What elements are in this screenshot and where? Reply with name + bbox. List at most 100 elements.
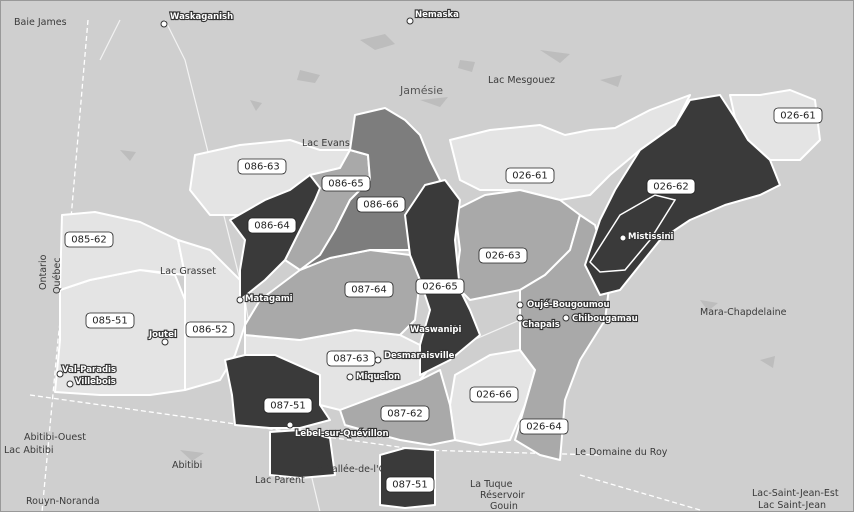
svg-text:086-63: 086-63	[244, 162, 279, 173]
label-abitibi-ouest: Abitibi-Ouest	[24, 432, 86, 443]
svg-text:026-64: 026-64	[526, 422, 561, 433]
zone-label-086-66[interactable]: 086-66	[356, 196, 406, 213]
zone-label-087-63[interactable]: 087-63	[326, 350, 376, 367]
label-mara-chapdelaine: Mara-Chapdelaine	[700, 307, 787, 318]
zone-label-086-63[interactable]: 086-63	[237, 158, 287, 175]
svg-text:026-63: 026-63	[485, 251, 520, 262]
label-lac-saint-jean-est: Lac-Saint-Jean-Est	[752, 488, 839, 499]
town-dot-oujebougoumou[interactable]	[516, 301, 524, 309]
label-lac-grasset: Lac Grasset	[160, 266, 216, 277]
zone-label-087-51-a[interactable]: 087-51	[263, 397, 313, 414]
label-gouin: Gouin	[490, 501, 518, 512]
svg-text:086-64: 086-64	[254, 221, 289, 232]
label-baie-james: Baie James	[14, 17, 67, 28]
zone-label-026-66[interactable]: 026-66	[469, 386, 519, 403]
zone-label-086-52[interactable]: 086-52	[185, 321, 235, 338]
town-villebois: Villebois	[75, 377, 116, 387]
zone-label-026-63[interactable]: 026-63	[478, 247, 528, 264]
label-ontario: Ontario	[38, 254, 49, 290]
town-dot-chapais[interactable]	[516, 314, 524, 322]
svg-text:026-61: 026-61	[780, 111, 815, 122]
label-quebec: Québec	[52, 258, 63, 294]
zone-label-087-62[interactable]: 087-62	[380, 405, 430, 422]
label-lac-evans: Lac Evans	[302, 138, 350, 149]
zone-087-51-south[interactable]	[269, 429, 336, 479]
town-nemaska: Nemaska	[415, 10, 459, 20]
zone-label-026-65[interactable]: 026-65	[415, 278, 465, 295]
label-lac-abitibi: Lac Abitibi	[4, 445, 54, 456]
svg-text:026-61: 026-61	[512, 171, 547, 182]
label-reservoir: Réservoir	[480, 490, 525, 501]
label-rouyn-noranda: Rouyn-Noranda	[26, 496, 100, 507]
zone-026-64[interactable]	[514, 214, 611, 461]
label-le-domaine-du-roy: Le Domaine du Roy	[575, 447, 668, 458]
label-lac-parent: Lac Parent	[255, 475, 305, 486]
zone-label-086-65[interactable]: 086-65	[321, 175, 371, 192]
zone-026-62[interactable]	[584, 94, 781, 296]
town-oujebougoumou: Oujé-Bougoumou	[527, 299, 610, 310]
svg-text:087-64: 087-64	[351, 285, 386, 296]
svg-text:026-65: 026-65	[422, 282, 457, 293]
town-dot-miquelon[interactable]	[346, 373, 354, 381]
town-dot-joutel[interactable]	[161, 338, 169, 346]
town-dot-chibougamau[interactable]	[562, 314, 570, 322]
svg-text:085-62: 085-62	[71, 235, 106, 246]
town-dot-lebel-sur-quevillon[interactable]	[286, 421, 294, 429]
zone-label-087-51-b[interactable]: 087-51	[385, 476, 435, 493]
zone-label-085-51[interactable]: 085-51	[85, 312, 135, 329]
town-dot-matagami[interactable]	[236, 296, 244, 304]
lake-mistassini-outline	[589, 194, 677, 273]
town-val-paradis: Val-Paradis	[62, 365, 116, 375]
zone-labels: 026-61 026-61 026-62 026-63 026-64 026-6…	[64, 107, 823, 493]
town-dot-desmaraisville[interactable]	[374, 356, 382, 364]
zone-label-086-64[interactable]: 086-64	[247, 217, 297, 234]
label-abitibi: Abitibi	[172, 460, 202, 471]
zone-label-026-61-a[interactable]: 026-61	[505, 167, 555, 184]
town-waskaganish: Waskaganish	[170, 12, 233, 22]
svg-text:087-51: 087-51	[270, 401, 305, 412]
town-dot-waswanipi[interactable]	[451, 324, 459, 332]
zones	[54, 89, 821, 509]
svg-text:086-52: 086-52	[192, 325, 227, 336]
zone-label-026-62[interactable]: 026-62	[646, 178, 696, 195]
zone-label-026-61-b[interactable]: 026-61	[773, 107, 823, 124]
towns: Waskaganish Nemaska Matagami Joutel Val-…	[56, 9, 675, 440]
town-dot-waskaganish[interactable]	[160, 20, 168, 28]
town-dot-mistissini[interactable]	[619, 234, 627, 242]
town-miquelon: Miquelon	[356, 372, 400, 382]
place-names: Baie James Lac Mesgouez Jamésie Lac Evan…	[4, 17, 839, 512]
town-chapais: Chapais	[522, 320, 560, 330]
zone-label-087-64[interactable]: 087-64	[344, 281, 394, 298]
svg-text:087-62: 087-62	[387, 409, 422, 420]
town-desmaraisville: Desmaraisville	[384, 351, 455, 361]
road-north	[164, 19, 251, 331]
road-waskaganish	[99, 19, 121, 61]
town-joutel: Joutel	[148, 330, 177, 340]
zone-086-64[interactable]	[229, 174, 321, 301]
zone-label-085-62[interactable]: 085-62	[64, 231, 114, 248]
svg-text:087-51: 087-51	[392, 480, 427, 491]
town-dot-nemaska[interactable]	[406, 17, 414, 25]
zone-label-026-64[interactable]: 026-64	[519, 418, 569, 435]
label-jamesie: Jamésie	[399, 84, 443, 97]
town-chibougamau: Chibougamau	[572, 314, 638, 324]
label-la-vallee-de-lor: La Vallée-de-l'Or	[312, 464, 390, 475]
zone-086-66[interactable]	[299, 107, 441, 271]
svg-text:026-62: 026-62	[653, 182, 688, 193]
town-waswanipi: Waswanipi	[410, 325, 462, 335]
svg-text:085-51: 085-51	[92, 316, 127, 327]
svg-text:086-66: 086-66	[363, 200, 398, 211]
svg-text:086-65: 086-65	[328, 179, 363, 190]
svg-text:026-66: 026-66	[476, 390, 511, 401]
town-mistissini: Mistissini	[628, 232, 673, 242]
town-matagami: Matagami	[245, 294, 293, 304]
town-lebel-sur-quevillon: Lebel-sur-Quévillon	[295, 428, 389, 439]
town-dot-villebois[interactable]	[66, 380, 74, 388]
svg-text:087-63: 087-63	[333, 354, 368, 365]
label-la-tuque: La Tuque	[470, 479, 513, 490]
town-dot-val-paradis[interactable]	[56, 370, 64, 378]
label-lac-mesgouez: Lac Mesgouez	[488, 75, 555, 86]
border-lac-saint-jean	[579, 474, 701, 511]
